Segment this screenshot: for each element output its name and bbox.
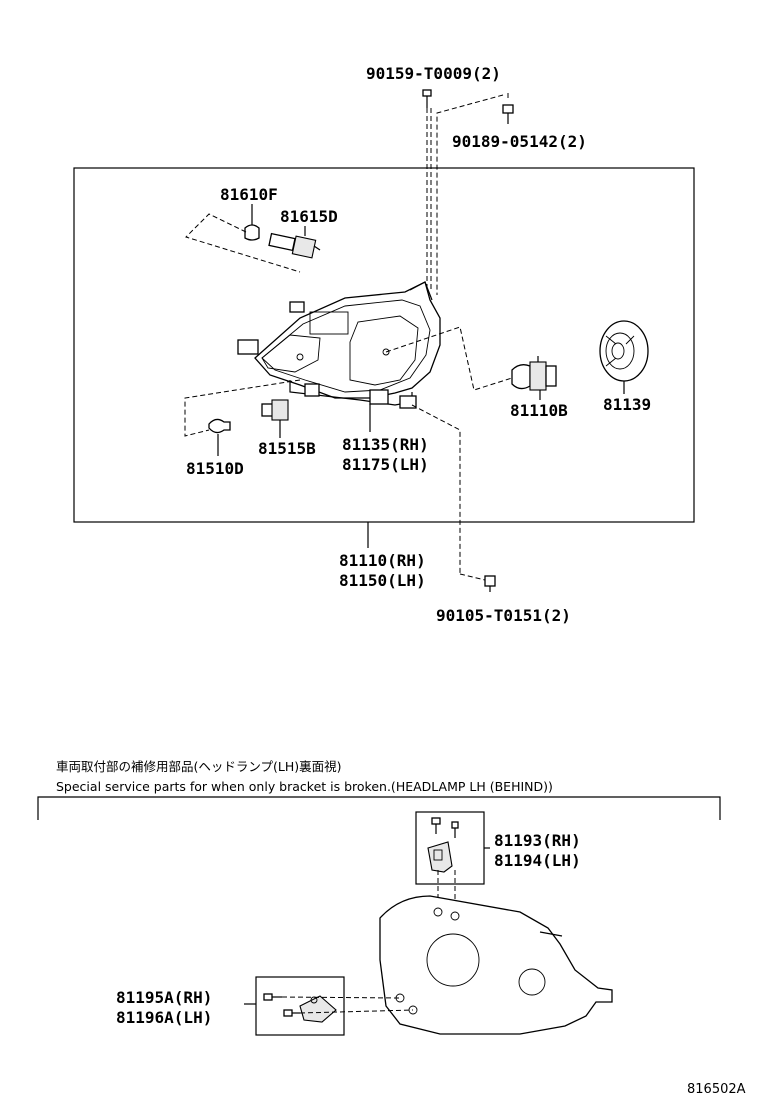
- special-caption-jp: 車両取付部の補修用部品(ヘッドランプ(LH)裏面視): [56, 759, 342, 774]
- kit-lower-parts: [263, 993, 337, 1023]
- front-socket-icon: [261, 399, 289, 421]
- label-bulb-small[interactable]: 81610F: [220, 185, 278, 204]
- front-bulb-icon: [208, 418, 231, 434]
- label-bulb-main[interactable]: 81110B: [510, 401, 568, 420]
- special-caption-en: Special service parts for when only brac…: [56, 779, 553, 794]
- label-kit-lower-lh[interactable]: 81196A(LH): [116, 1008, 212, 1027]
- kit-lower-box: [255, 976, 345, 1036]
- label-bulb-socket[interactable]: 81615D: [280, 207, 338, 226]
- label-cover[interactable]: 81139: [603, 395, 651, 414]
- label-top-screw[interactable]: 90189-05142(2): [452, 132, 587, 151]
- headlamp-housing: [237, 281, 441, 409]
- label-kit-upper-rh[interactable]: 81193(RH): [494, 831, 581, 850]
- assembly-frame: [73, 167, 695, 523]
- label-kit-lower-rh[interactable]: 81195A(RH): [116, 988, 212, 1007]
- label-assy-lh[interactable]: 81150(LH): [339, 571, 426, 590]
- headlamp-back-view: [379, 895, 613, 1035]
- label-bottom-screw[interactable]: 90105-T0151(2): [436, 606, 571, 625]
- bolt-icon: [422, 89, 432, 108]
- label-top-bolt[interactable]: 90159-T0009(2): [366, 64, 501, 83]
- small-bulb-icon: [244, 224, 260, 241]
- screw-icon: [502, 104, 514, 124]
- kit-upper-parts: [427, 817, 459, 873]
- socket-icon: [268, 232, 321, 259]
- label-kit-upper-lh[interactable]: 81194(LH): [494, 851, 581, 870]
- label-bracket-rh[interactable]: 81135(RH): [342, 435, 429, 454]
- main-bulb-icon: [511, 356, 557, 391]
- bottom-screw-icon: [484, 575, 496, 592]
- label-assy-rh[interactable]: 81110(RH): [339, 551, 426, 570]
- diagram-code: 816502A: [687, 1082, 746, 1097]
- kit-upper-box: [415, 811, 485, 885]
- label-socket-front[interactable]: 81515B: [258, 439, 316, 458]
- label-bulb-front[interactable]: 81510D: [186, 459, 244, 478]
- dust-cover-icon: [599, 320, 649, 382]
- label-bracket-lh[interactable]: 81175(LH): [342, 455, 429, 474]
